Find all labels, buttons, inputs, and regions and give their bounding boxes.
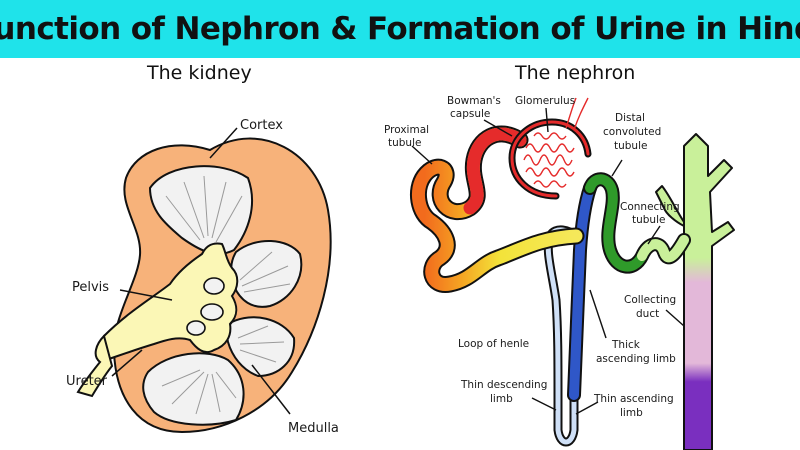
label-connecting-2: tubule	[632, 214, 665, 226]
collecting-duct	[655, 133, 735, 450]
leader-distal	[611, 159, 623, 177]
leader-thin-asc	[575, 401, 599, 415]
medulla-striations	[161, 175, 291, 415]
leader-collecting	[665, 309, 685, 327]
label-distal-2: convoluted	[603, 126, 661, 138]
label-proximal-1: Proximal	[384, 124, 429, 136]
label-pelvis: Pelvis	[72, 280, 109, 295]
kidney-heading: The kidney	[147, 62, 252, 84]
label-bowman-2: capsule	[450, 108, 490, 120]
leader-bowman	[483, 119, 513, 137]
thick-ascending-fill	[569, 183, 595, 400]
leader-cortex	[209, 127, 238, 159]
label-loop: Loop of henle	[458, 338, 529, 350]
label-thin-desc-1: Thin descending	[460, 379, 547, 391]
label-ureter: Ureter	[66, 374, 108, 389]
leader-ureter	[111, 349, 143, 377]
calyx-3	[186, 320, 206, 336]
proximal-tubule	[409, 125, 585, 293]
label-medulla: Medulla	[288, 421, 339, 436]
leader-thin-desc	[531, 397, 557, 411]
label-thin-asc-2: limb	[620, 407, 643, 419]
glomerulus	[523, 97, 589, 188]
label-collecting-2: duct	[636, 308, 659, 320]
proximal-tubule-red-segment	[463, 127, 527, 215]
medulla-lobe-top	[148, 165, 253, 255]
title-banner: Function of Nephron & Formation of Urine…	[0, 0, 800, 58]
nephron-heading: The nephron	[515, 62, 636, 84]
label-distal-3: tubule	[614, 140, 647, 152]
leader-medulla	[251, 364, 291, 415]
label-thin-asc-1: Thin ascending	[593, 393, 674, 405]
nephron-diagram: Bowman's capsule Glomerulus Proximal tub…	[384, 95, 735, 450]
label-bowman-1: Bowman's	[447, 95, 501, 107]
label-thin-desc-2: limb	[490, 393, 513, 405]
kidney-diagram: Cortex Pelvis Ureter Medulla	[66, 118, 339, 436]
page-title: Function of Nephron & Formation of Urine…	[0, 11, 800, 47]
label-proximal-2: tubule	[388, 137, 421, 149]
label-glomerulus: Glomerulus	[515, 95, 575, 107]
label-thick-1: Thick	[611, 339, 641, 351]
distal-convoluted-tubule	[583, 172, 691, 274]
leader-pelvis	[119, 289, 173, 301]
calyx-2	[200, 303, 224, 321]
kidney-ureter	[76, 334, 114, 398]
leader-thick	[589, 289, 607, 339]
label-distal-1: Distal	[615, 112, 645, 124]
leader-proximal	[411, 145, 433, 165]
leader-connecting	[647, 225, 661, 245]
label-collecting-1: Collecting	[624, 294, 676, 306]
leader-glomerulus	[545, 107, 549, 133]
label-connecting-1: Connecting	[620, 201, 680, 213]
calyx-1	[203, 277, 225, 295]
label-thick-2: ascending limb	[596, 353, 676, 365]
label-cortex: Cortex	[240, 118, 283, 133]
connecting-tubule-fill	[637, 235, 689, 263]
